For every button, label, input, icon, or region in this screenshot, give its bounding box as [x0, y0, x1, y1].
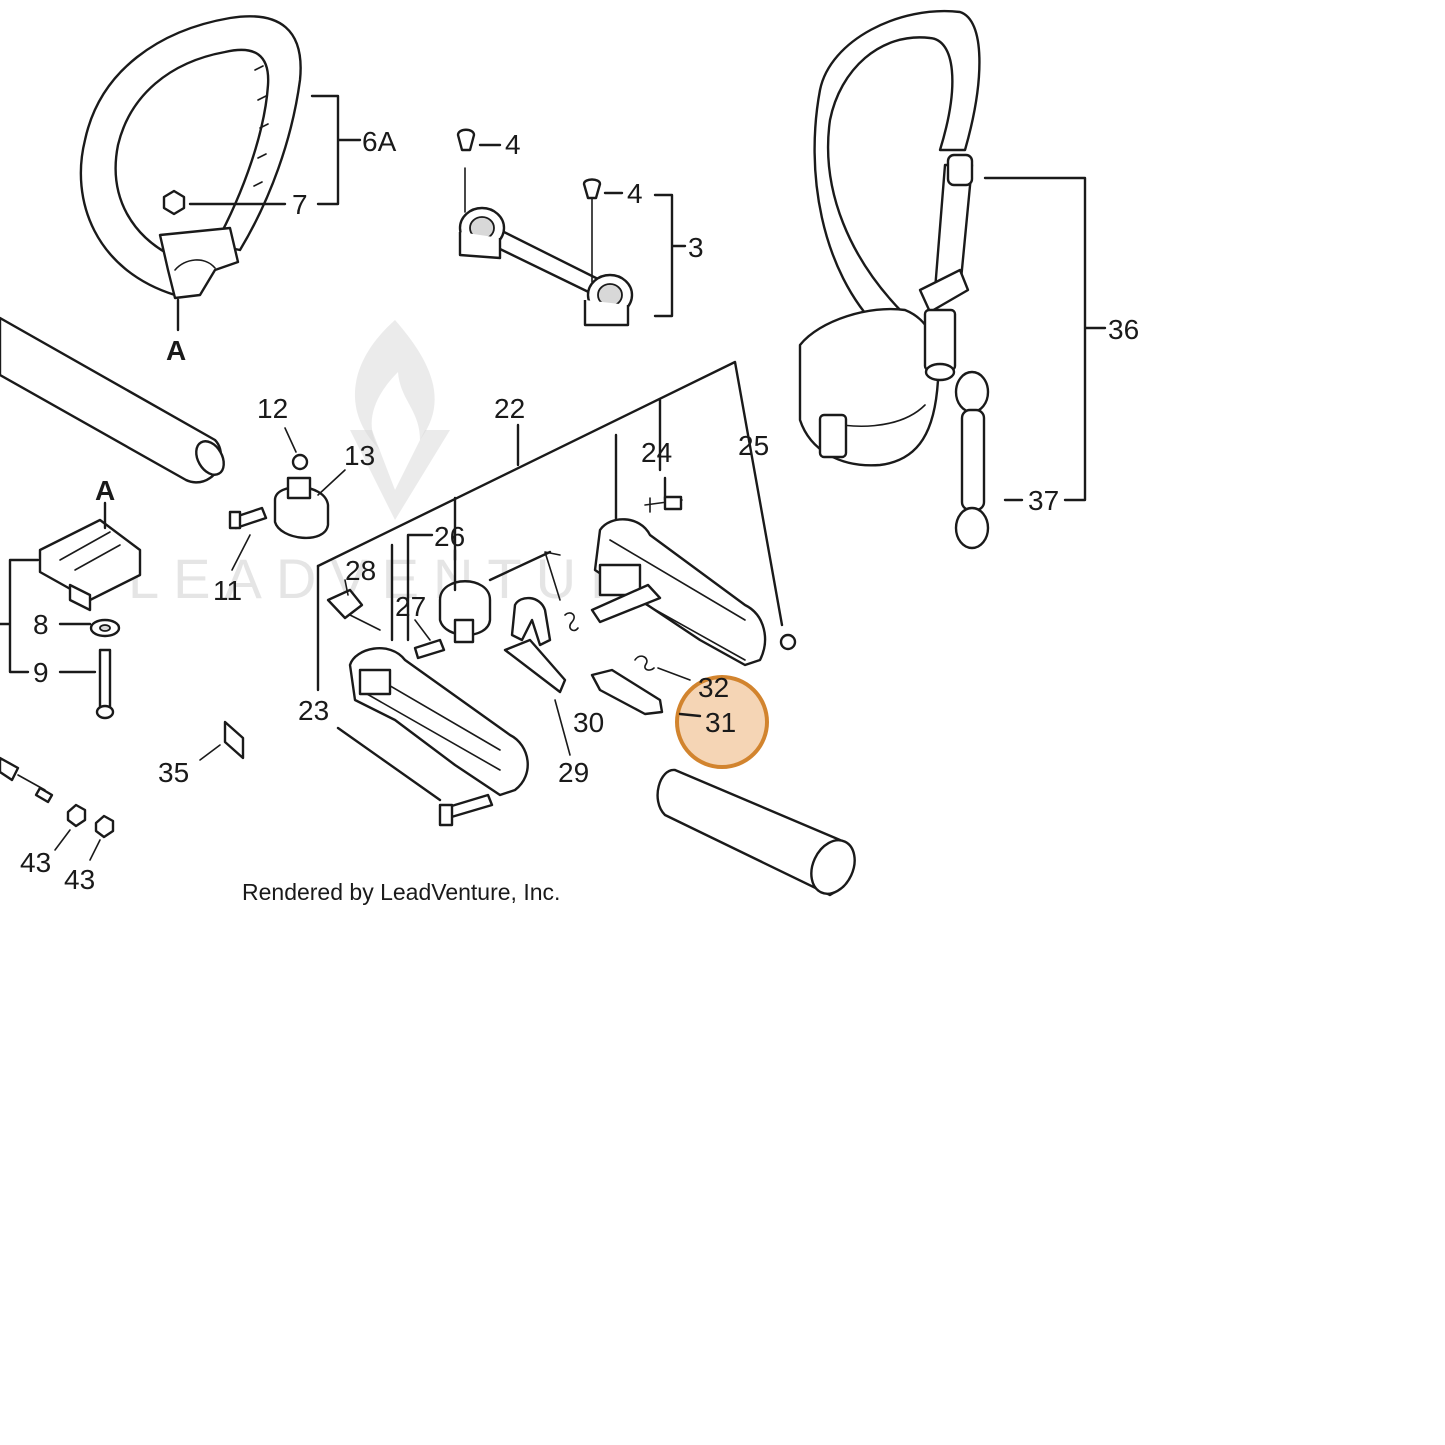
callout-6a: 6A — [362, 126, 397, 157]
callout-13: 13 — [344, 440, 375, 471]
callout-4b: 4 — [627, 178, 643, 209]
part-36-shoulder-strap — [798, 9, 990, 550]
callout-12: 12 — [257, 393, 288, 424]
leader-line-43a — [54, 829, 71, 851]
bracket-6a — [310, 94, 362, 206]
part-26-clamp-ring — [438, 580, 492, 644]
leader-line-13 — [317, 469, 346, 496]
callout-a-mid: A — [95, 475, 115, 506]
part-13-clamp — [228, 453, 330, 539]
part-shaft-upper — [0, 316, 225, 484]
leader-line-12 — [284, 427, 297, 453]
callout-32: 32 — [698, 672, 729, 703]
callout-7: 7 — [292, 189, 308, 220]
part-shaft-lower — [656, 768, 856, 897]
part-29-throttle-trigger — [503, 596, 579, 694]
part-31-lock-lever — [590, 655, 664, 716]
callout-28: 28 — [345, 555, 376, 586]
part-43-nuts — [0, 756, 115, 839]
part-28-switch — [326, 588, 381, 631]
part-23-left-housing — [348, 647, 529, 827]
callout-22: 22 — [494, 393, 525, 424]
bracket-26 — [406, 533, 552, 642]
callout-29: 29 — [558, 757, 589, 788]
leader-line-35 — [199, 744, 221, 761]
part-24-right-housing — [590, 495, 797, 667]
leader-line-28 — [344, 579, 349, 596]
leader-line-32 — [657, 667, 691, 681]
watermark-brand-text: LEADVENTURE — [128, 547, 696, 610]
callout-11: 11 — [213, 575, 242, 606]
rendered-by-credit: Rendered by LeadVenture, Inc. — [242, 879, 560, 905]
highlight-circle-31[interactable] — [675, 675, 769, 769]
leader-line-31 — [678, 712, 702, 718]
part-35-label — [223, 720, 245, 760]
callout-26: 26 — [434, 521, 465, 552]
bracket-23 — [316, 564, 442, 802]
watermark-flame-icon — [354, 320, 435, 450]
callout-36: 36 — [1108, 314, 1139, 345]
part-handle-mount-block — [38, 518, 142, 720]
leadventure-watermark: LEADVENTURE — [128, 320, 696, 610]
watermark-v-icon — [350, 430, 450, 520]
leader-line-11 — [231, 534, 251, 571]
callout-3: 3 — [688, 232, 704, 263]
callout-35: 35 — [158, 757, 189, 788]
part-6a-loop-handle — [79, 15, 302, 300]
callout-a-top: A — [166, 335, 186, 366]
leader-line-27 — [414, 619, 431, 641]
callout-9: 9 — [33, 657, 49, 688]
bracket-22 — [316, 360, 784, 627]
leader-line-30-spring — [544, 551, 561, 601]
part-3-handle-bracket — [456, 128, 634, 327]
bracket-36 — [983, 176, 1107, 502]
bracket-3 — [653, 193, 687, 318]
bracket-8-9 — [0, 558, 97, 674]
leader-line-29 — [554, 699, 571, 756]
callout-43b: 43 — [64, 864, 95, 895]
callout-23: 23 — [298, 695, 329, 726]
callout-24: 24 — [641, 437, 672, 468]
callout-30: 30 — [573, 707, 604, 738]
leader-line-43b — [89, 839, 101, 861]
callout-43a: 43 — [20, 847, 51, 878]
part-27-screw — [413, 638, 446, 660]
callout-31: 31 — [705, 707, 736, 738]
callout-8: 8 — [33, 609, 49, 640]
callout-27: 27 — [395, 591, 426, 622]
callout-4a: 4 — [505, 129, 521, 160]
callout-37: 37 — [1028, 485, 1059, 516]
callout-25: 25 — [738, 430, 769, 461]
